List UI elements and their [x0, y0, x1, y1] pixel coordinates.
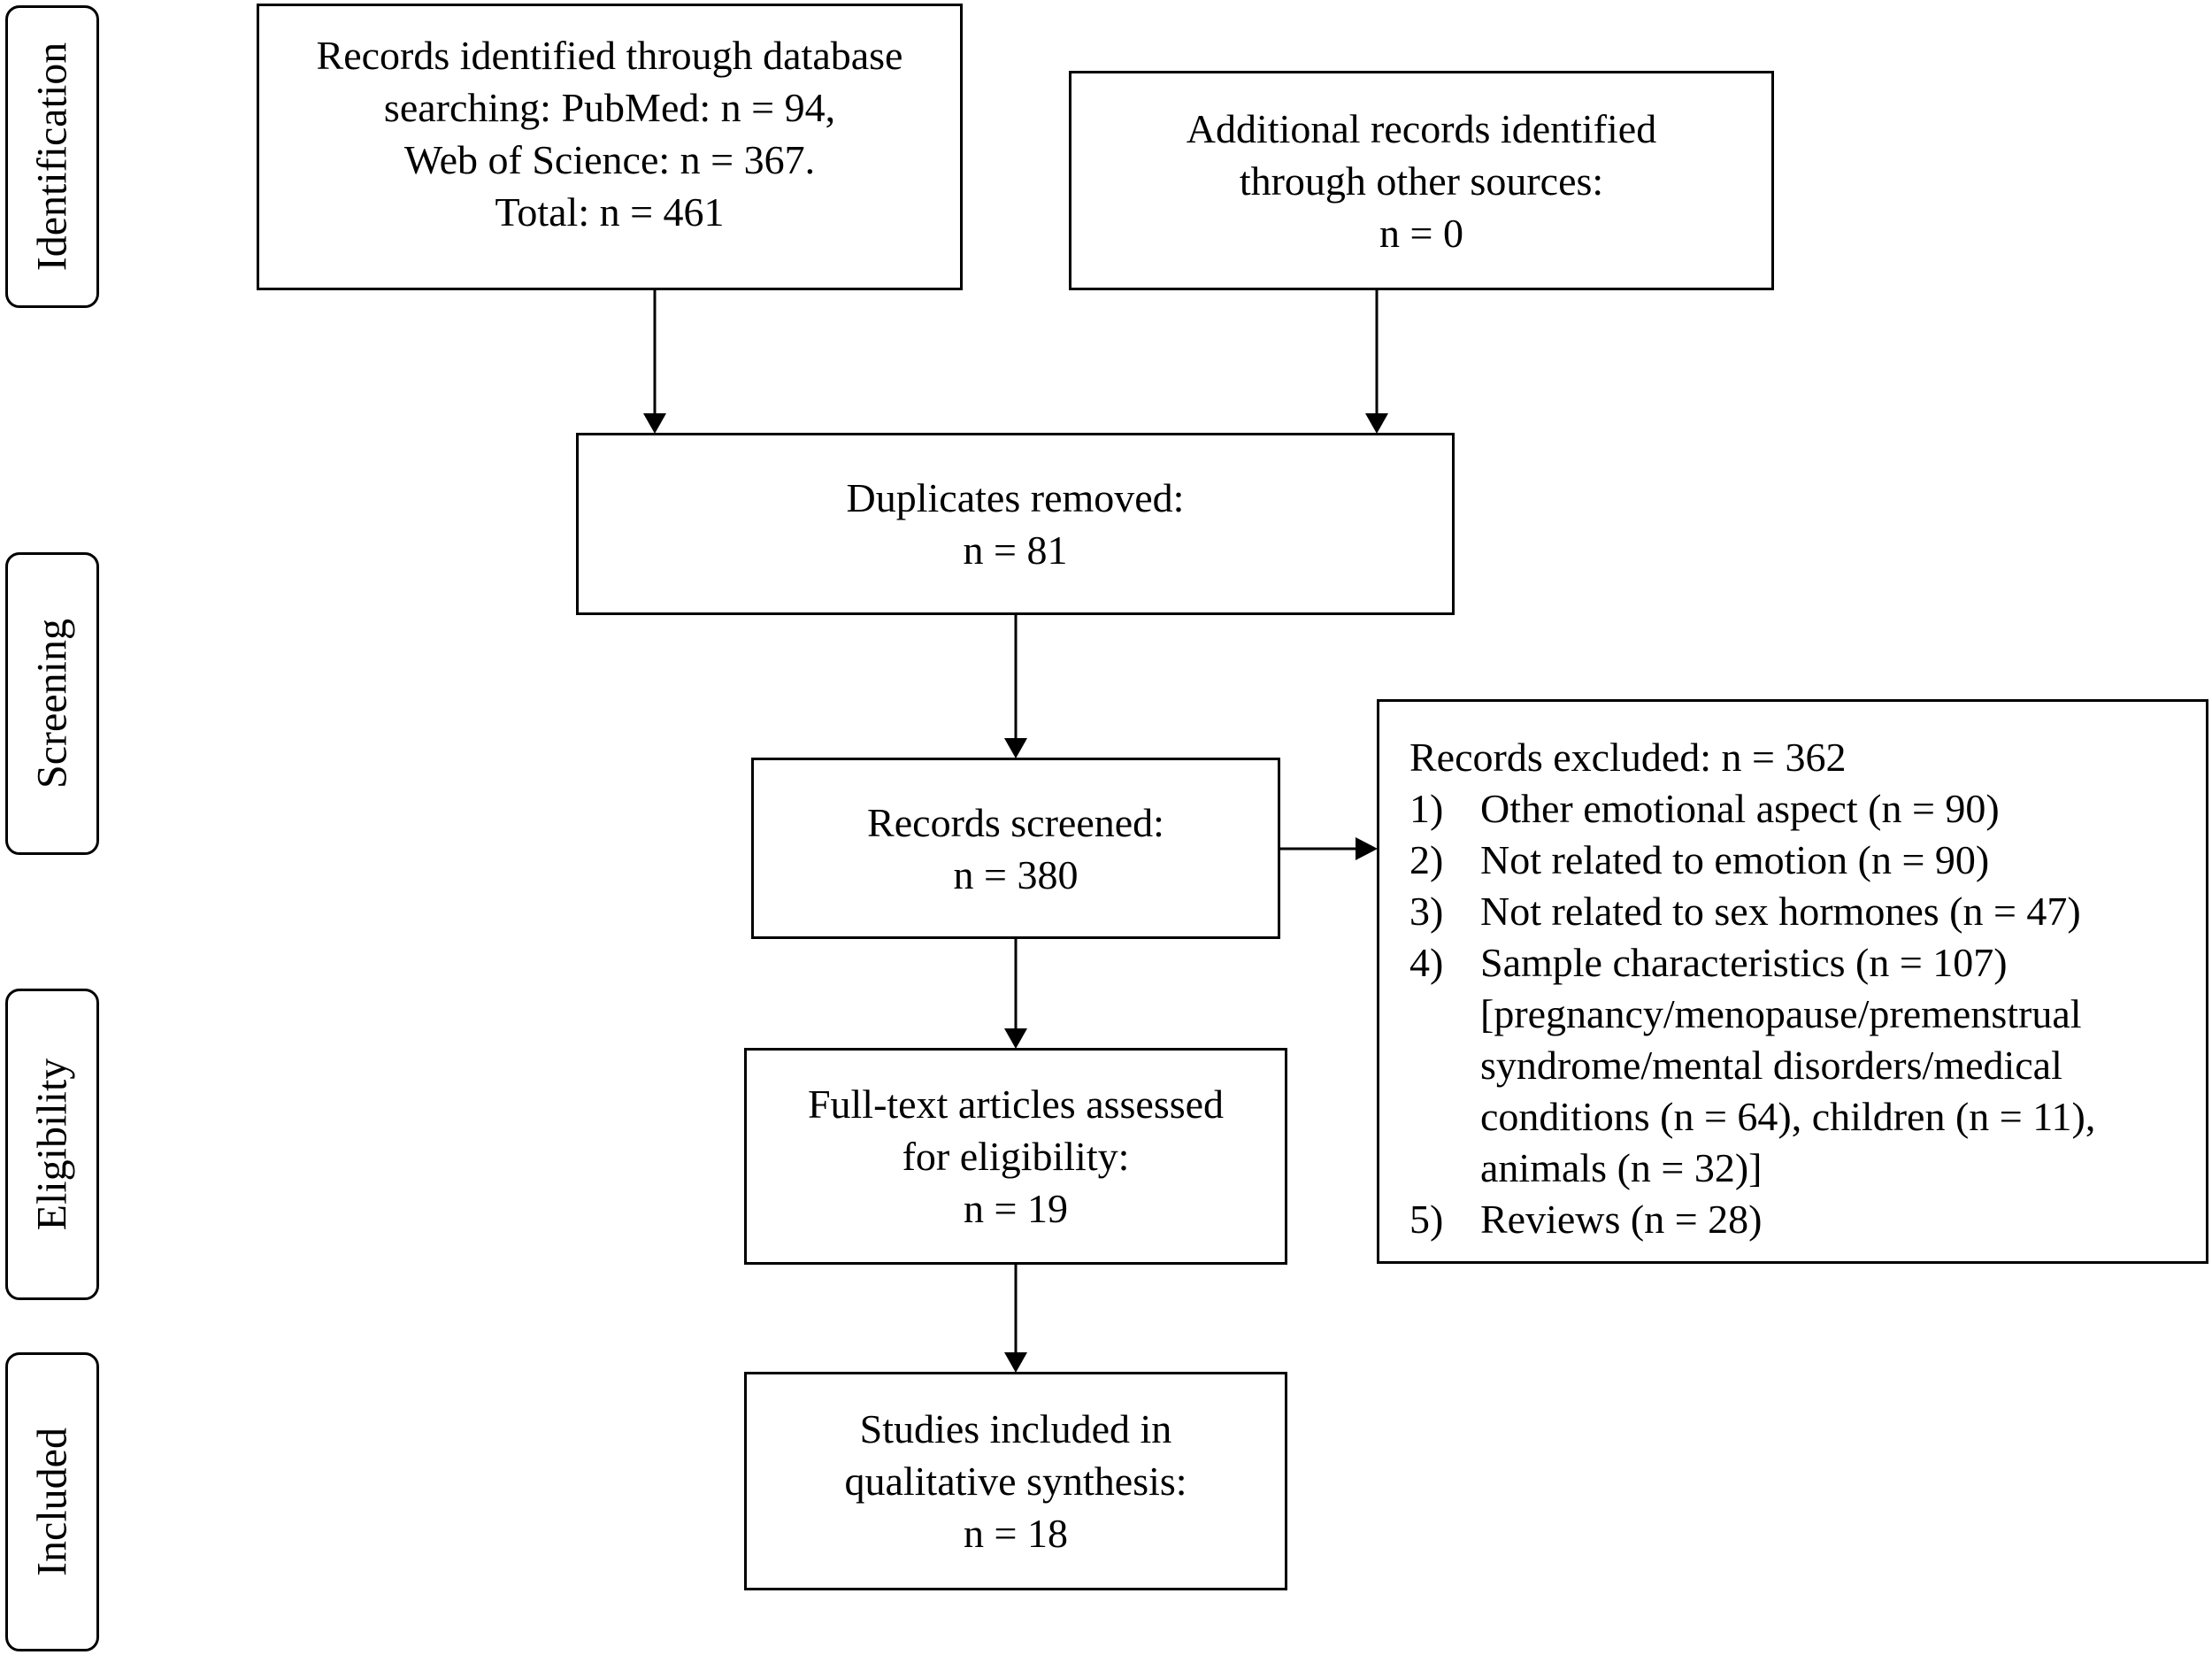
included-line-3: n = 18 [964, 1511, 1068, 1556]
sample-characteristics-detail-line: conditions (n = 64), children (n = 11), [1480, 1094, 2096, 1139]
exclusion-reason-item: 3) Not related to sex hormones (n = 47) [1409, 886, 2095, 937]
additional-line-3: n = 0 [1379, 210, 1463, 256]
exclusion-reason-text: Other emotional aspect (n = 90) [1480, 786, 2000, 831]
records-identified-box: Records identified through database sear… [257, 4, 963, 290]
exclusion-reason-number: 3) [1409, 889, 1444, 934]
duplicates-removed-box: Duplicates removed: n = 81 [576, 433, 1455, 615]
exclusion-reason-number: 4) [1409, 940, 1444, 985]
arrowhead-duplicates [1004, 738, 1027, 758]
exclusion-reason-item: 1) Other emotional aspect (n = 90) [1409, 783, 2095, 835]
exclusion-reason-number: 2) [1409, 837, 1444, 882]
arrowhead-screened [1004, 1028, 1027, 1049]
stage-included: Included [5, 1352, 99, 1651]
records-excluded-box: Records excluded: n = 362 1) Other emoti… [1377, 699, 2208, 1264]
sample-characteristics-detail-line: syndrome/mental disorders/medical [1480, 1043, 2062, 1088]
identified-line-1: Records identified through database [316, 33, 903, 78]
exclusion-reason-text: Not related to emotion (n = 90) [1480, 837, 1990, 882]
identified-line-3: Web of Science: n = 367. [403, 137, 816, 182]
stage-screening: Screening [5, 552, 99, 855]
additional-line-2: through other sources: [1239, 158, 1604, 204]
exclusion-reason-text: Reviews (n = 28) [1480, 1197, 1763, 1242]
fulltext-line-1: Full-text articles assessed [807, 1082, 1225, 1127]
fulltext-assessed-box: Full-text articles assessed for eligibil… [744, 1048, 1287, 1265]
duplicates-line-2: n = 81 [963, 527, 1068, 573]
records-screened-box: Records screened: n = 380 [751, 758, 1280, 939]
screened-line-2: n = 380 [953, 851, 1079, 897]
stage-eligibility: Eligibility [5, 989, 99, 1300]
additional-records-box: Additional records identified through ot… [1069, 71, 1774, 290]
sample-characteristics-detail-line: animals (n = 32)] [1480, 1145, 1763, 1190]
included-line-2: qualitative synthesis: [844, 1459, 1187, 1504]
exclusion-reason-item: 2) Not related to emotion (n = 90) [1409, 835, 2095, 886]
exclusion-reason-number: 1) [1409, 786, 1444, 831]
exclusion-reason-text: Sample characteristics (n = 107) [1480, 940, 2008, 985]
additional-line-1: Additional records identified [1186, 105, 1657, 151]
identified-line-4: Total: n = 461 [495, 189, 725, 235]
sample-characteristics-detail-line: [pregnancy/menopause/premenstrual [1480, 991, 2082, 1036]
fulltext-line-3: n = 19 [964, 1186, 1068, 1231]
duplicates-line-1: Duplicates removed: [846, 475, 1185, 520]
exclusion-reason-item: 5) Reviews (n = 28) [1409, 1194, 2095, 1245]
arrowhead-additional [1365, 413, 1388, 434]
studies-included-box: Studies included in qualitative synthesi… [744, 1372, 1287, 1590]
identified-line-2: searching: PubMed: n = 94, [383, 85, 836, 130]
stage-identification: Identification [5, 5, 99, 308]
exclusion-reason-text: Not related to sex hormones (n = 47) [1480, 889, 2081, 934]
exclusion-reasons-list: 1) Other emotional aspect (n = 90) 2) No… [1409, 783, 2095, 1245]
fulltext-line-2: for eligibility: [902, 1134, 1130, 1179]
exclusion-reason-item: 4) Sample characteristics (n = 107) [1409, 937, 2095, 989]
arrowhead-excluded [1356, 837, 1378, 860]
included-line-1: Studies included in [859, 1406, 1172, 1451]
screened-line-1: Records screened: [867, 799, 1164, 845]
excluded-title: Records excluded: n = 362 [1409, 735, 1847, 780]
arrowhead-identified [643, 413, 666, 434]
exclusion-reason-number: 5) [1409, 1197, 1444, 1242]
arrowhead-fulltext [1004, 1352, 1027, 1373]
